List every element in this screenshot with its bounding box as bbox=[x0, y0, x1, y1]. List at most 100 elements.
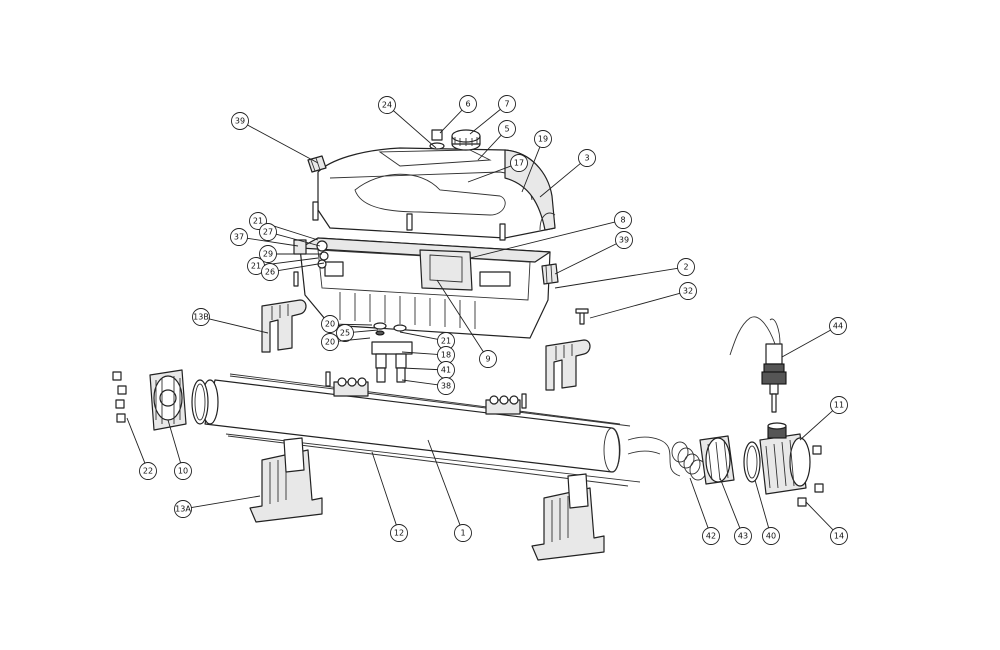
union-nut bbox=[699, 435, 735, 485]
leader-line bbox=[353, 329, 379, 333]
callout-label: 25 bbox=[340, 329, 350, 338]
callout-bubble bbox=[230, 228, 248, 246]
callout-label: 43 bbox=[738, 532, 748, 541]
leader-line bbox=[799, 410, 833, 441]
callout-41: 41 bbox=[401, 361, 455, 379]
leader-line bbox=[689, 477, 709, 529]
leader-line bbox=[467, 165, 512, 183]
callout-14: 14 bbox=[805, 501, 848, 545]
leader-line bbox=[276, 233, 321, 247]
leader-line bbox=[521, 146, 541, 193]
callout-label: 20 bbox=[325, 338, 335, 347]
callout-39: 39 bbox=[231, 112, 319, 164]
callout-bubble bbox=[261, 263, 279, 281]
callout-bubble bbox=[830, 396, 848, 414]
leader-line bbox=[247, 237, 299, 247]
leader-line bbox=[371, 451, 397, 526]
callout-label: 39 bbox=[619, 236, 629, 245]
leader-line bbox=[781, 329, 831, 358]
callout-label: 5 bbox=[504, 125, 509, 134]
callout-bubble bbox=[459, 95, 477, 113]
callout-9: 9 bbox=[436, 279, 497, 368]
leader-line bbox=[539, 163, 581, 198]
callout-bubble bbox=[479, 350, 497, 368]
callout-bubble bbox=[231, 112, 249, 130]
callout-2: 2 bbox=[554, 258, 695, 289]
callout-label: 17 bbox=[514, 159, 524, 168]
foot-13a-right bbox=[531, 473, 605, 561]
callout-13A: 13A bbox=[174, 495, 261, 518]
callout-27: 27 bbox=[259, 223, 321, 247]
callout-label: 27 bbox=[263, 228, 273, 237]
callout-label: 44 bbox=[833, 322, 843, 331]
leader-line bbox=[469, 109, 501, 135]
callout-label: 37 bbox=[234, 233, 244, 242]
callout-bubble bbox=[454, 524, 472, 542]
callout-bubble bbox=[829, 317, 847, 335]
leader-line bbox=[754, 479, 770, 528]
cap bbox=[451, 129, 481, 151]
callout-44: 44 bbox=[781, 317, 847, 358]
sensor-probe bbox=[729, 316, 787, 413]
callout-38: 38 bbox=[401, 377, 455, 395]
callout-19: 19 bbox=[521, 130, 552, 193]
callout-bubble bbox=[259, 223, 277, 241]
callout-bubble bbox=[510, 154, 528, 172]
callout-20: 20 bbox=[321, 333, 371, 351]
callout-label: 39 bbox=[235, 117, 245, 126]
callout-37: 37 bbox=[230, 228, 299, 247]
callout-6: 6 bbox=[439, 95, 477, 134]
callout-label: 22 bbox=[143, 467, 153, 476]
callout-bubble bbox=[677, 258, 695, 276]
callout-label: 1 bbox=[460, 529, 465, 538]
callout-bubble bbox=[437, 377, 455, 395]
callout-bubble bbox=[734, 527, 752, 545]
leader-line bbox=[393, 110, 437, 149]
callout-bubble bbox=[259, 245, 277, 263]
loose-screws bbox=[293, 271, 589, 325]
leader-line bbox=[427, 439, 461, 526]
callout-label: 19 bbox=[538, 135, 548, 144]
leader-line bbox=[191, 495, 261, 509]
callout-1: 1 bbox=[427, 439, 472, 542]
leader-line bbox=[167, 419, 182, 463]
callout-label: 10 bbox=[178, 467, 188, 476]
callout-bubble bbox=[378, 96, 396, 114]
callout-bubble bbox=[498, 95, 516, 113]
callout-label: 13B bbox=[193, 313, 209, 322]
foot-13a-left bbox=[249, 437, 323, 523]
callout-bubble bbox=[702, 527, 720, 545]
callout-24: 24 bbox=[378, 96, 437, 149]
callout-label: 2 bbox=[683, 263, 688, 272]
cover-screws bbox=[312, 201, 506, 241]
cable-gland-right bbox=[541, 263, 559, 285]
leader-line bbox=[401, 351, 438, 355]
heater-tube bbox=[201, 371, 641, 487]
nuts-22 bbox=[112, 371, 127, 423]
clip-13b-left bbox=[261, 299, 307, 353]
callout-bubble bbox=[578, 149, 596, 167]
callout-label: 42 bbox=[706, 532, 716, 541]
callout-bubble bbox=[321, 333, 339, 351]
callout-label: 41 bbox=[441, 366, 451, 375]
left-end-cap bbox=[149, 369, 209, 431]
callout-label: 8 bbox=[620, 216, 625, 225]
callout-7: 7 bbox=[469, 95, 516, 135]
base-housing bbox=[299, 237, 551, 339]
leader-line bbox=[589, 292, 680, 319]
callout-bubble bbox=[336, 324, 354, 342]
leader-line bbox=[126, 417, 146, 464]
callout-8: 8 bbox=[469, 211, 632, 259]
callout-bubble bbox=[192, 308, 210, 326]
housing-side-fittings bbox=[293, 239, 329, 269]
callout-label: 29 bbox=[263, 250, 273, 259]
leader-line bbox=[805, 501, 834, 531]
leader-line bbox=[209, 318, 269, 334]
callout-label: 12 bbox=[394, 529, 404, 538]
callout-26: 26 bbox=[261, 262, 325, 281]
callout-label: 9 bbox=[485, 355, 490, 364]
callout-label: 21 bbox=[251, 262, 261, 271]
callout-21: 21 bbox=[399, 331, 455, 350]
